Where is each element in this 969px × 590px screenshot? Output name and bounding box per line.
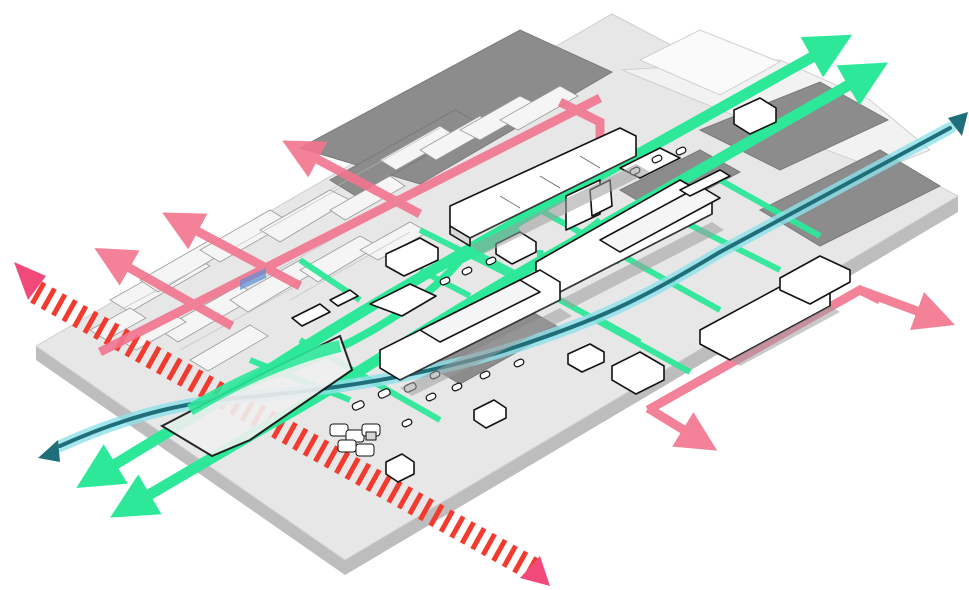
waterway-arrow-left	[38, 440, 60, 462]
rail-arrow-left	[14, 262, 46, 300]
